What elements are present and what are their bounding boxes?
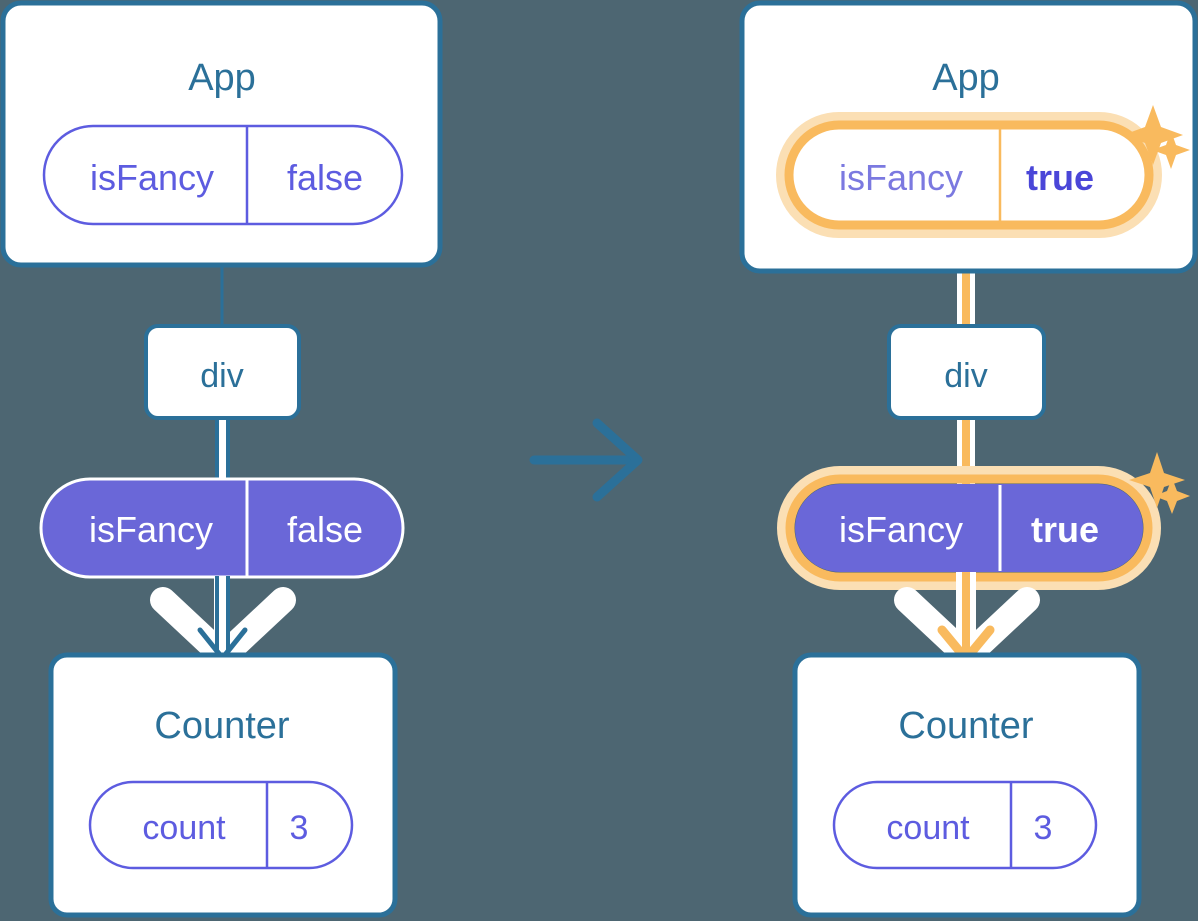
- right-app-pill-value: true: [1026, 157, 1094, 198]
- right-app-pill-glow: [776, 112, 1162, 238]
- left-app-pill-key: isFancy: [90, 157, 214, 198]
- left-prop-pill-value: false: [287, 509, 363, 550]
- left-counter-pill-value: 3: [290, 809, 309, 847]
- sparkle-top-large-icon: [1123, 105, 1183, 165]
- left-div-box-label: div: [200, 357, 243, 395]
- right-app-pill-key: isFancy: [839, 157, 963, 198]
- right-prop-pill: [795, 484, 1143, 572]
- left-counter-pill: [88, 780, 354, 870]
- right-counter-pill-value: 3: [1034, 809, 1053, 847]
- left-app-pill-value: false: [287, 157, 363, 198]
- right-counter-box-title: Counter: [898, 705, 1034, 747]
- sparkle-bottom-large-icon: [1129, 452, 1185, 508]
- left-counter-box-title: Counter: [154, 705, 290, 747]
- left-app-box-title: App: [188, 57, 256, 99]
- right-counter-pill: [832, 780, 1098, 870]
- left-div-box: [144, 324, 301, 420]
- right-div-box: [887, 324, 1046, 420]
- sparkle-top-small-icon: [1152, 131, 1190, 169]
- sparkle-bottom-small-icon: [1154, 478, 1190, 514]
- right-div-box-label: div: [944, 357, 987, 395]
- left-counter-pill-key: count: [142, 809, 226, 847]
- left-app-pill: [42, 124, 404, 226]
- right-prop-pill-key: isFancy: [839, 509, 963, 550]
- right-prop-pill-value: true: [1031, 509, 1099, 550]
- left-prop-pill-key: isFancy: [89, 509, 213, 550]
- transition-arrow: [529, 418, 643, 502]
- right-app-box-title: App: [932, 57, 1000, 99]
- right-counter-pill-key: count: [886, 809, 970, 847]
- right-app-pill-ring: [784, 120, 1154, 230]
